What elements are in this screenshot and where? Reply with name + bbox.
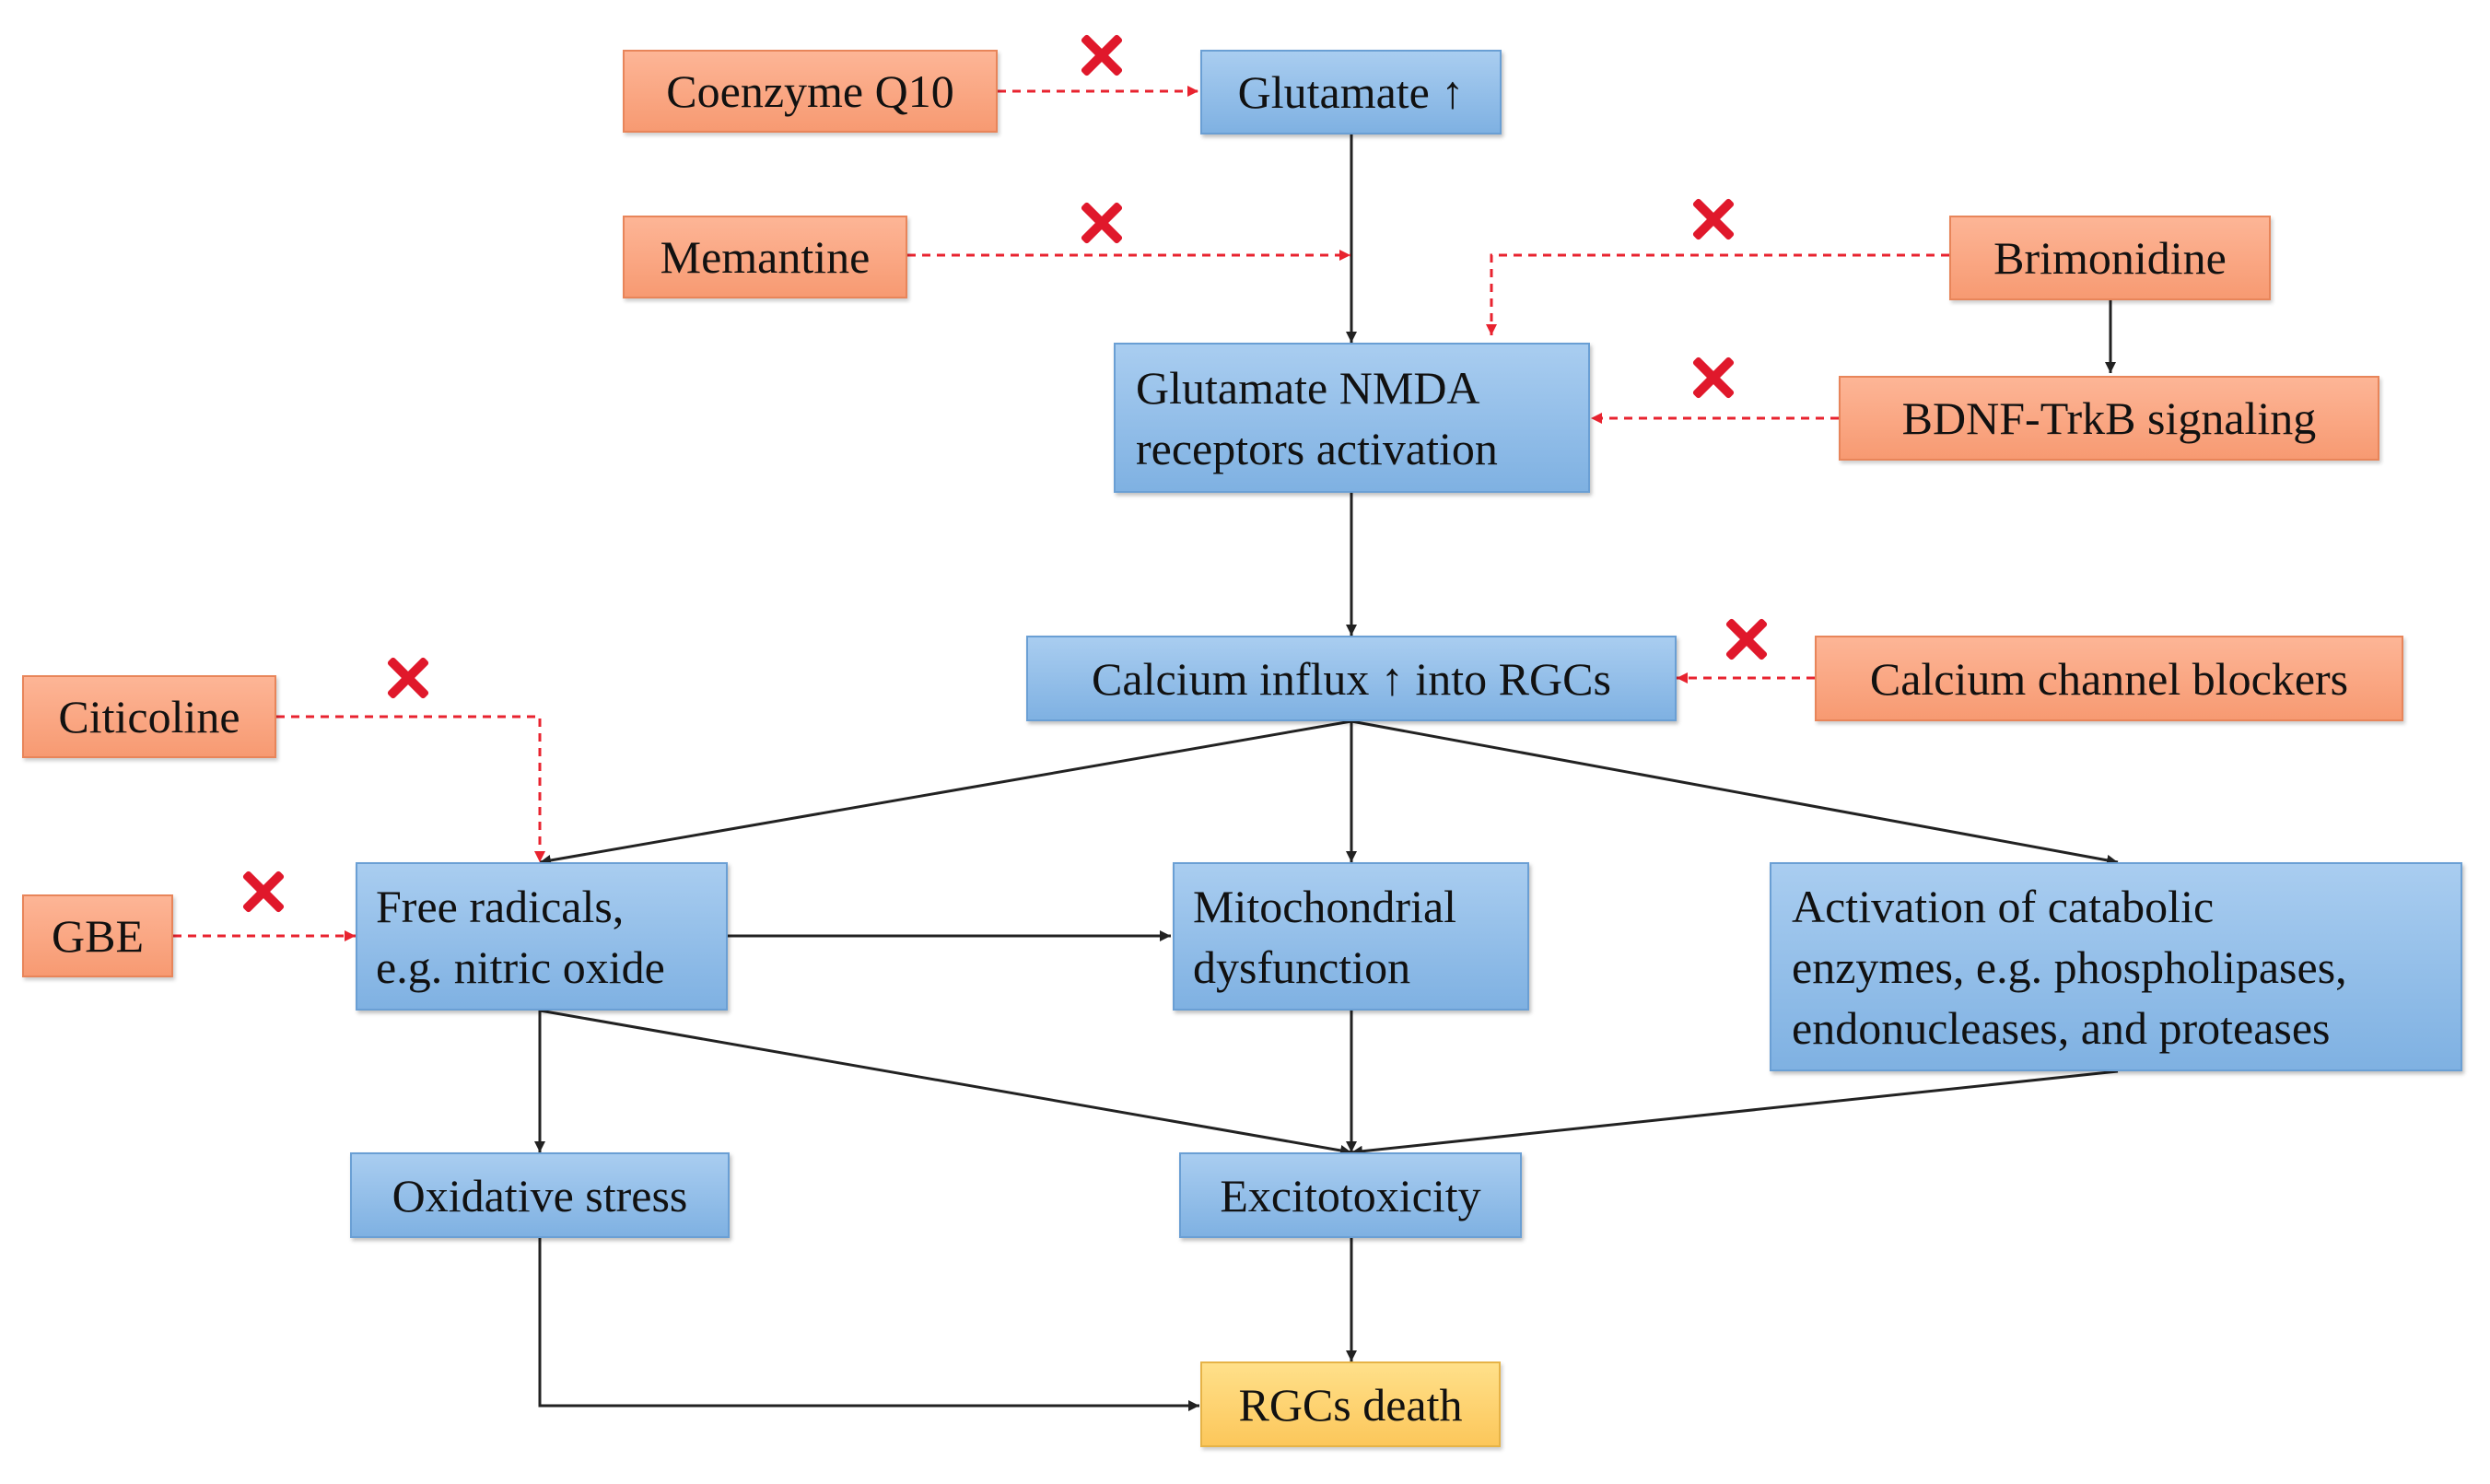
- mitochondrial-dysfunction-box: Mitochondrial dysfunction: [1173, 862, 1529, 1011]
- glutamate-increase-label: Glutamate ↑: [1237, 66, 1465, 118]
- memantine-box: Memantine: [623, 216, 907, 298]
- inhibition-x-icon: [239, 868, 286, 916]
- coenzyme-q10-label: Coenzyme Q10: [666, 65, 954, 117]
- catabolic-enzymes-line-1: Activation of catabolic: [1792, 880, 2215, 932]
- oxidative-stress-label: Oxidative stress: [392, 1169, 688, 1221]
- free-radicals-line-2: e.g. nitric oxide: [376, 941, 665, 993]
- free-radicals-box: Free radicals, e.g. nitric oxide: [356, 862, 728, 1011]
- coenzyme-q10-box: Coenzyme Q10: [623, 50, 998, 133]
- catabolic-enzymes-line-2: enzymes, e.g. phospholipases,: [1792, 941, 2347, 993]
- rgcs-death-box: RGCs death: [1200, 1361, 1501, 1447]
- inhibit-citicoline-to-free-radicals: [276, 715, 545, 862]
- bdnf-trkb-box: BDNF-TrkB signaling: [1839, 376, 2379, 461]
- nmda-receptors-line-2: receptors activation: [1136, 422, 1498, 474]
- brimonidine-box: Brimonidine: [1949, 216, 2271, 300]
- nmda-receptors-line-1: Glutamate NMDA: [1136, 361, 1480, 414]
- inhibition-x-icon: [1077, 199, 1125, 247]
- inhibition-x-icon: [383, 654, 431, 702]
- arrow-oxidative-to-death: [538, 1238, 1199, 1411]
- rgcs-death-label: RGCs death: [1238, 1378, 1463, 1431]
- calcium-influx-label: Calcium influx ↑ into RGCs: [1092, 652, 1611, 705]
- excitotoxicity-label: Excitotoxicity: [1220, 1169, 1481, 1221]
- inhibition-x-icon: [1689, 354, 1736, 402]
- calcium-channel-blockers-label: Calcium channel blockers: [1869, 652, 2349, 705]
- bdnf-trkb-label: BDNF-TrkB signaling: [1901, 392, 2317, 444]
- citicoline-label: Citicoline: [58, 691, 240, 742]
- catabolic-enzymes-box: Activation of catabolic enzymes, e.g. ph…: [1770, 862, 2462, 1071]
- inhibition-x-icon: [1689, 195, 1736, 243]
- calcium-influx-box: Calcium influx ↑ into RGCs: [1026, 636, 1677, 721]
- brimonidine-label: Brimonidine: [1993, 232, 2227, 284]
- memantine-label: Memantine: [660, 231, 871, 283]
- arrow-free-radicals-to-excitotoxicity: [539, 1009, 1352, 1156]
- nmda-receptors-box: Glutamate NMDA receptors activation: [1114, 343, 1590, 493]
- oxidative-stress-box: Oxidative stress: [350, 1152, 730, 1238]
- mitochondrial-dysfunction-line-2: dysfunction: [1193, 941, 1411, 993]
- arrow-calcium-to-free-radicals: [539, 719, 1352, 866]
- arrow-catabolic-to-excitotoxicity: [1350, 1069, 2119, 1157]
- gbe-box: GBE: [22, 894, 173, 977]
- glutamate-increase-box: Glutamate ↑: [1200, 50, 1502, 134]
- citicoline-box: Citicoline: [22, 675, 276, 758]
- inhibit-brimonidine-to-nmda: [1486, 253, 1949, 335]
- inhibition-x-icon: [1722, 615, 1770, 663]
- free-radicals-line-1: Free radicals,: [376, 880, 625, 932]
- excitotoxicity-box: Excitotoxicity: [1179, 1152, 1522, 1238]
- inhibition-x-icon: [1077, 31, 1125, 79]
- arrow-calcium-to-catabolic: [1350, 719, 2119, 866]
- calcium-channel-blockers-box: Calcium channel blockers: [1815, 636, 2403, 721]
- catabolic-enzymes-line-3: endonucleases, and proteases: [1792, 1001, 2331, 1054]
- mitochondrial-dysfunction-line-1: Mitochondrial: [1193, 880, 1457, 932]
- gbe-label: GBE: [52, 910, 144, 962]
